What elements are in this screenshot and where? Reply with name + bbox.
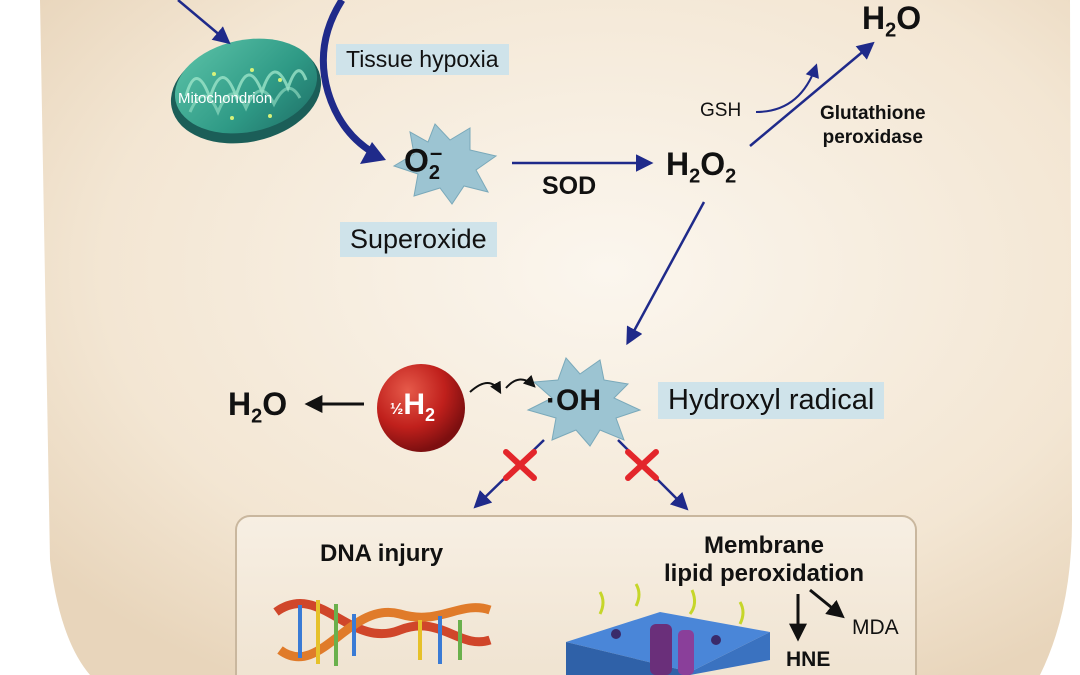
arrow-hypoxia-to-superoxide [319,0,374,155]
half-h2-h: H [403,388,426,421]
gsh-label: GSH [700,100,742,121]
water-left-h: H [228,386,252,422]
water-top-formula: H2O [862,0,921,42]
dna-injury-label: DNA injury [320,540,444,567]
water-top-o: O [896,0,922,36]
water-top-h: H [862,0,886,36]
tissue-hypoxia-label: Tissue hypoxia [336,44,509,75]
cell-background [40,0,1072,675]
glutathione-peroxidase-line1: Glutathione [820,103,926,124]
h2o2-h: H [666,146,690,182]
half-h2-formula: ½H2 [390,388,435,426]
superoxide-formula-sub: 2 [428,162,441,185]
membrane-line1: Membrane [703,532,825,559]
water-top-sub: 2 [885,19,897,42]
hydrogen-peroxide-formula: H2O2 [666,146,736,188]
hydroxyl-radical-label: Hydroxyl radical [658,382,885,419]
hydroxyl-formula: ·OH [546,384,601,417]
arrow-to-mda [809,588,845,619]
hydrogen-sphere [377,364,465,452]
block-cross-left [503,449,537,481]
half-h2-sub: 2 [425,405,436,425]
hydroxyl-star [526,357,642,447]
arrow-to-water-top [749,41,875,147]
half-h2-frac: ½ [390,401,404,418]
sod-label: SOD [542,172,597,200]
h2o2-sub1: 2 [689,165,701,188]
hne-label: HNE [786,648,831,671]
water-left-formula: H2O [228,386,287,428]
superoxide-formula-sup: – [430,140,443,165]
glutathione-peroxidase-label: Glutathione peroxidase [820,102,926,150]
h2o2-o: O [700,146,726,182]
superoxide-star [392,123,498,205]
mitochondrion-label: Mitochondrion [178,90,273,107]
dna-icon [273,599,492,666]
arrow-gsh [755,63,819,113]
reaction-curve-right [505,374,536,389]
membrane-lipid-peroxidation-label: Membrane lipid peroxidation [664,532,864,588]
superoxide-formula: O2– [404,140,442,185]
membrane-icon [566,583,770,675]
water-left-sub: 2 [251,405,263,428]
h2o2-sub2: 2 [725,165,737,188]
arrow-to-hydroxyl [626,201,706,346]
arrow-to-mitochondrion [177,0,231,45]
glutathione-peroxidase-line2: peroxidase [822,127,923,148]
mda-label: MDA [852,616,899,639]
reaction-curve-left [469,380,502,395]
mitochondrion-icon [170,38,322,144]
superoxide-label: Superoxide [340,222,497,257]
superoxide-formula-o: O [404,142,429,179]
water-left-o: O [262,386,288,422]
membrane-line2: lipid peroxidation [664,560,865,587]
block-cross-right [625,449,659,481]
